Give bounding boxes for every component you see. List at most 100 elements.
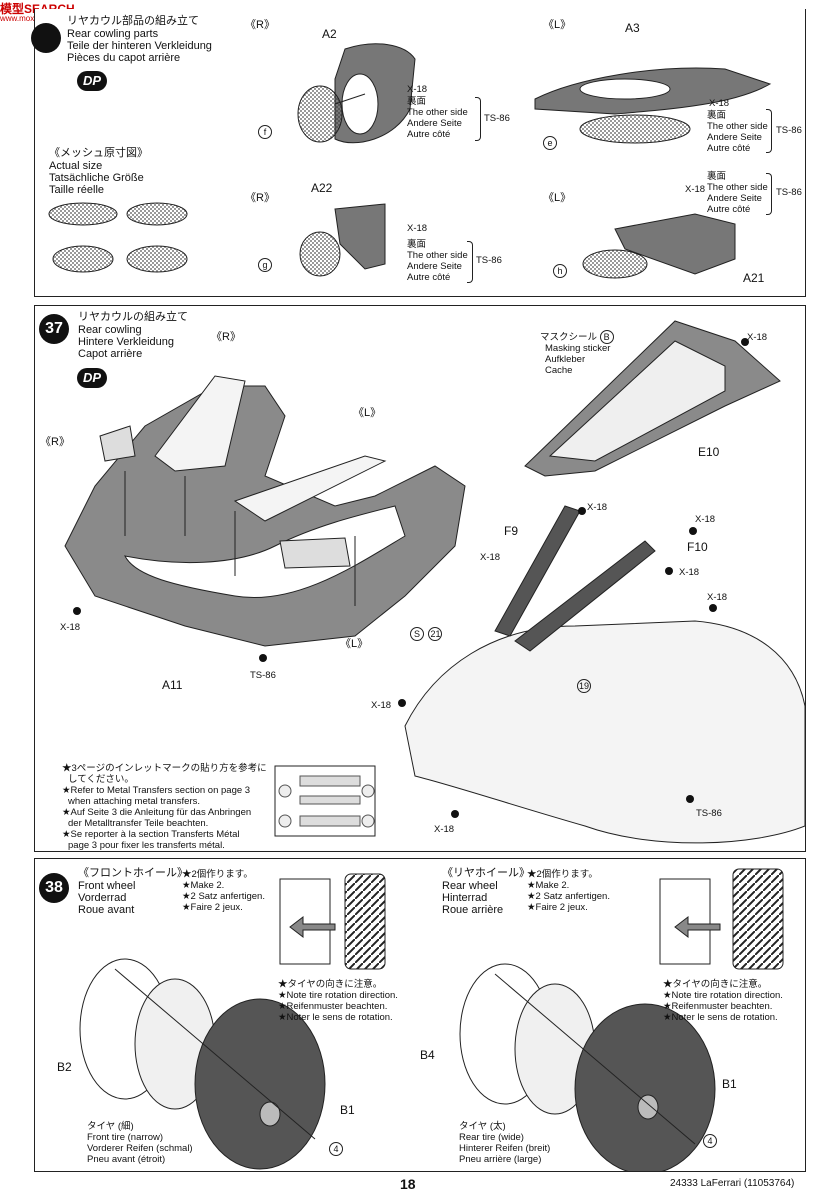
- mesh-f-sample: [126, 202, 188, 226]
- sub4-other-en: The other side: [707, 182, 768, 193]
- sub1-brace: [475, 97, 481, 141]
- sub2-other-de: Andere Seite: [707, 132, 762, 143]
- sub3-other-de: Andere Seite: [407, 261, 462, 272]
- front-tread-frame: [279, 878, 331, 965]
- front-hub-b1: [259, 1101, 281, 1127]
- rear-title-fr: Roue arrière: [442, 904, 504, 916]
- mesh-g-sample: [52, 245, 114, 273]
- front-make-jp: ★2個作ります。: [182, 869, 253, 880]
- ftire-fr: Pneu avant (étroit): [87, 1154, 166, 1165]
- rear-make-fr: ★Faire 2 jeux.: [527, 902, 588, 913]
- sub4-part: A21: [743, 271, 765, 285]
- ftire-de: Vorderer Reifen (schmal): [87, 1143, 193, 1154]
- rear-title-en: Rear wheel: [442, 880, 498, 892]
- step38-number: 38: [39, 873, 69, 903]
- mesh-title-fr: Taille réelle: [49, 184, 105, 196]
- sub1-other-jp: 裏面: [407, 96, 427, 107]
- label-r2: 《R》: [40, 436, 70, 448]
- front-title-jp: 《フロントホイール》: [78, 867, 188, 879]
- rear-dir-fr: ★Noter le sens de rotation.: [663, 1012, 778, 1023]
- label-x18b: X-18: [747, 332, 768, 343]
- label-x18g: X-18: [707, 592, 728, 603]
- sub1-mesh-ref: f: [258, 125, 272, 139]
- part-f10: [514, 540, 656, 652]
- label-f10: F10: [687, 540, 708, 554]
- sub2-paint: TS-86: [776, 125, 802, 136]
- sub4-screw: X-18: [685, 184, 706, 195]
- sub1-other-en: The other side: [407, 107, 468, 118]
- mesh-h-sample: [126, 245, 188, 273]
- l-insert-upper: [233, 455, 387, 522]
- sub3-screw: X-18: [407, 223, 428, 234]
- label-x18i: X-18: [434, 824, 455, 835]
- rear-direction-arrow: [674, 915, 721, 939]
- mask-fr: Cache: [545, 365, 573, 376]
- sub2-side: 《L》: [543, 19, 572, 31]
- label-x18e: X-18: [695, 514, 716, 525]
- r-insert-upper: [154, 375, 246, 472]
- sub3-other-jp: 裏面: [407, 239, 427, 250]
- step36-number-badge: [31, 23, 61, 53]
- r-insert-small: [99, 425, 136, 462]
- sub3-other-en: The other side: [407, 250, 468, 261]
- step36-panel: リヤカウル部品の組み立て Rear cowling parts Teile de…: [31, 9, 806, 297]
- label-x18c: X-18: [587, 502, 608, 513]
- sub2-other-jp: 裏面: [707, 110, 727, 121]
- ref-s: S: [410, 627, 424, 641]
- rear-make-en: ★Make 2.: [527, 880, 570, 891]
- sub4-other-fr: Autre côté: [707, 204, 751, 215]
- step36-title-en: Rear cowling parts: [67, 28, 159, 40]
- sub4-mesh-ref: h: [553, 264, 567, 278]
- label-b1-front: B1: [340, 1103, 355, 1117]
- ref-4-front: 4: [329, 1142, 343, 1156]
- sub3-other-fr: Autre côté: [407, 272, 451, 283]
- front-title-fr: Roue avant: [78, 904, 135, 916]
- step37-title-de: Hintere Verkleidung: [78, 336, 175, 348]
- step37-drawing: [64, 320, 805, 844]
- mesh-e-part: [579, 114, 691, 144]
- note-en2: when attaching metal transfers.: [68, 796, 201, 807]
- note-fr2: page 3 pour fixer les transferts métal.: [68, 840, 225, 851]
- rtire-de: Hinterer Reifen (breit): [459, 1143, 551, 1154]
- product-code: 24333 LaFerrari (11053764): [670, 1178, 795, 1189]
- label-l1: 《L》: [353, 407, 382, 419]
- label-x18d: X-18: [480, 552, 501, 563]
- mask-sticker-jp: マスクシール B: [540, 330, 614, 344]
- sub2-screw: X-18: [709, 98, 730, 109]
- label-x18f: X-18: [679, 567, 700, 578]
- label-x18h: X-18: [371, 700, 392, 711]
- part-a21: [614, 213, 736, 275]
- step38-drawing: [79, 868, 784, 1171]
- front-dir-de: ★Reifenmuster beachten.: [278, 1001, 388, 1012]
- ref-19: 19: [577, 679, 591, 693]
- rear-make-de: ★2 Satz anfertigen.: [527, 891, 610, 902]
- sub4-other-jp: 裏面: [707, 171, 727, 182]
- label-b4: B4: [420, 1048, 435, 1062]
- label-l2: 《L》: [340, 638, 369, 650]
- sub1-screw: X-18: [407, 84, 428, 95]
- note-en1: ★Refer to Metal Transfers section on pag…: [62, 785, 251, 796]
- rtire-jp: タイヤ (太): [459, 1121, 506, 1132]
- label-ts86a: TS-86: [250, 670, 276, 681]
- step37-number: 37: [39, 314, 69, 344]
- mesh-title-de: Tatsächliche Größe: [49, 172, 144, 184]
- label-b1-rear: B1: [722, 1077, 737, 1091]
- dp-icon: DP: [77, 368, 107, 388]
- sub4-paint: TS-86: [776, 187, 802, 198]
- ftire-jp: タイヤ (細): [87, 1121, 134, 1132]
- sub1-side: 《R》: [245, 19, 275, 31]
- step37-title-en: Rear cowling: [78, 324, 142, 336]
- step38-panel: 38 《フロントホイール》 Front wheel Vorderrad Roue…: [34, 858, 806, 1172]
- front-tread-icon: [344, 873, 386, 970]
- mask-jp: マスクシール: [540, 332, 598, 343]
- front-make-fr: ★Faire 2 jeux.: [182, 902, 243, 913]
- rtire-en: Rear tire (wide): [459, 1132, 524, 1143]
- sub2-other-en: The other side: [707, 121, 768, 132]
- step36-title-jp: リヤカウル部品の組み立て: [67, 15, 199, 27]
- sub3-brace: [467, 241, 473, 283]
- sub2-brace: [766, 109, 772, 153]
- sub3-part: A22: [311, 181, 333, 195]
- front-dir-en: ★Note tire rotation direction.: [278, 990, 398, 1001]
- label-x18a: X-18: [60, 622, 81, 633]
- rear-title-jp: 《リヤホイール》: [442, 867, 530, 879]
